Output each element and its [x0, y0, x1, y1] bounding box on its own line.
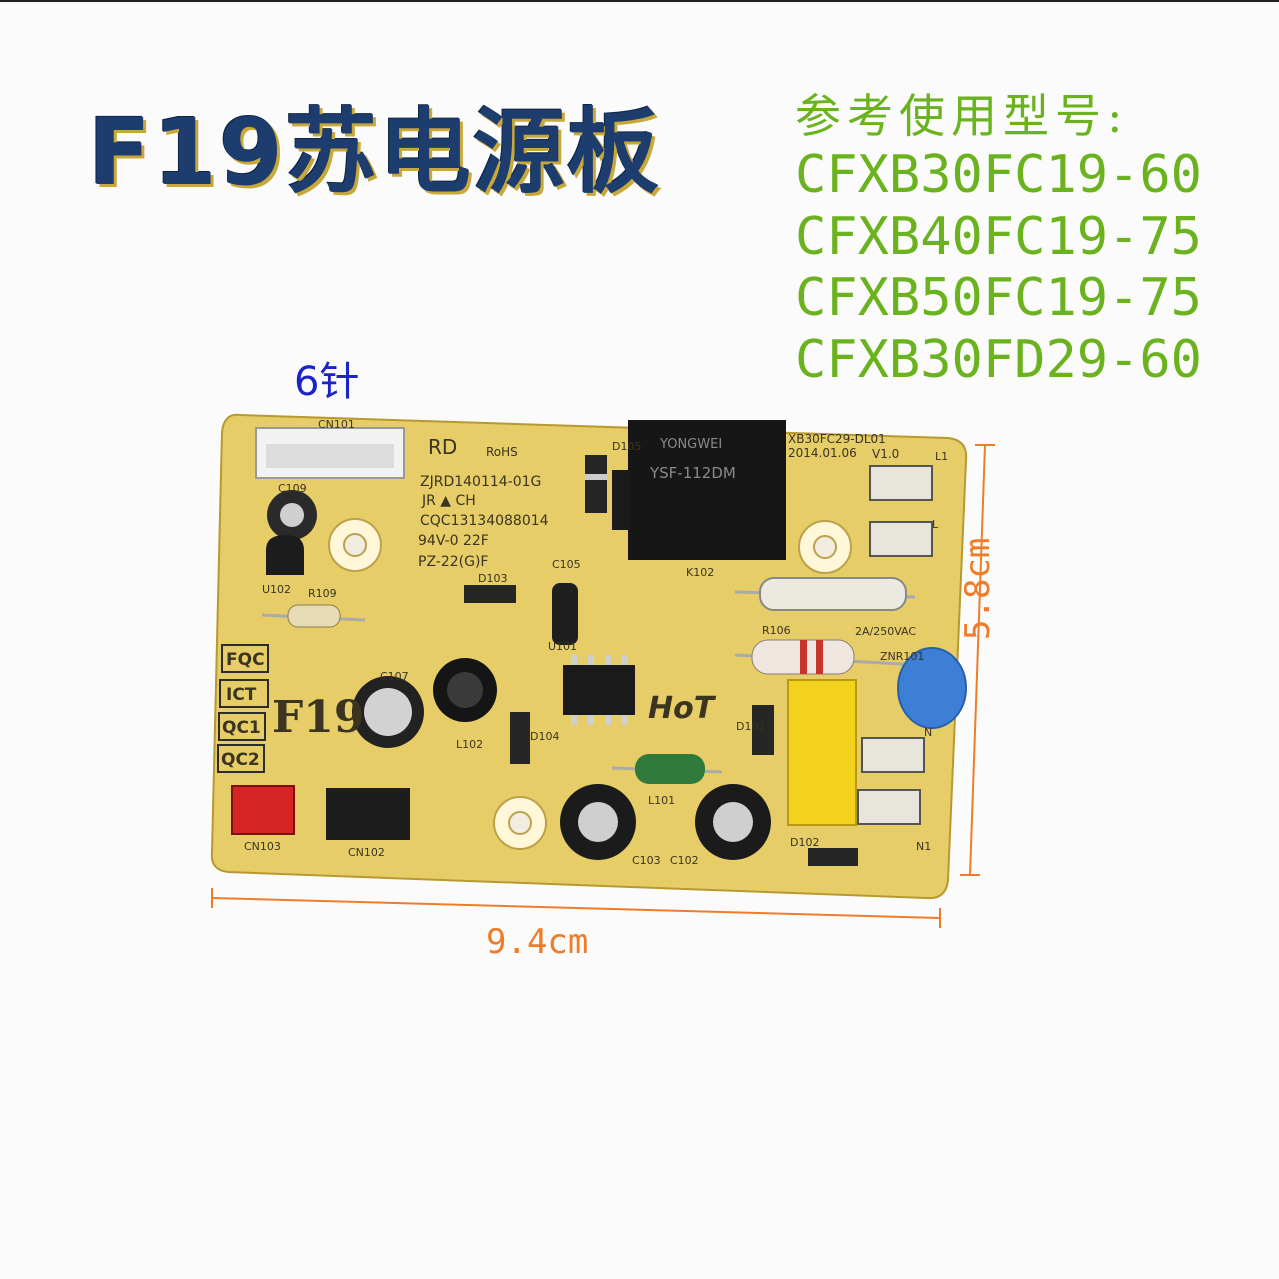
dimension-width-line [211, 888, 941, 928]
silk-jr-ch: JR ▲ CH [421, 493, 476, 509]
d103-diode [464, 585, 516, 603]
silk-d101: D101 [736, 720, 765, 733]
silk-rohs: RoHS [486, 445, 518, 459]
silk-fuse-rating: 2A/250VAC [855, 625, 916, 638]
terminal-blocks [857, 465, 933, 825]
silk-hot: HoT [648, 691, 717, 726]
silk-d105: D105 [612, 440, 641, 453]
cn102-connector [326, 788, 410, 840]
silk-qc1: QC1 [222, 718, 261, 738]
model-item: CFXB30FC19-60 [795, 145, 1202, 205]
r106-resistor [734, 639, 921, 675]
c103-capacitor [560, 784, 636, 860]
silk-94v0: 94V-0 22F [418, 533, 489, 549]
silk-ict: ICT [226, 685, 257, 705]
silk-znr101: ZNR101 [880, 650, 924, 663]
c107-capacitor [352, 676, 424, 748]
silk-f19: F19 [272, 692, 364, 743]
silk-l1: L1 [935, 450, 948, 463]
silk-fqc: FQC [226, 650, 265, 670]
x-capacitor [787, 679, 857, 826]
mounting-holes [328, 518, 852, 850]
product-title: F19苏电源板 [88, 99, 661, 206]
cn101-connector [255, 427, 405, 479]
silk-c102: C102 [670, 854, 699, 867]
silk-part-no: ZJRD140114-01G [420, 474, 541, 490]
models-heading: 参考使用型号: [795, 89, 1129, 143]
silk-c103: C103 [632, 854, 661, 867]
model-item: CFXB40FC19-75 [795, 207, 1202, 267]
cn103-connector [231, 785, 295, 835]
silk-u102: U102 [262, 583, 291, 596]
silk-l102: L102 [456, 738, 483, 751]
silk-d103: D103 [478, 572, 507, 585]
silk-cqc: CQC13134088014 [420, 513, 549, 529]
u102-transistor [266, 535, 304, 575]
model-item: CFXB30FD29-60 [795, 330, 1202, 390]
d104-diode [510, 712, 530, 764]
silk-cn101: CN101 [318, 418, 355, 431]
silk-version: V1.0 [872, 447, 899, 461]
c109-capacitor [267, 490, 317, 540]
silk-relay-brand: YONGWEI [659, 437, 722, 452]
dimension-height-line [960, 444, 995, 876]
silk-c105: C105 [552, 558, 581, 571]
u101-ic [563, 655, 635, 725]
silk-l: L [932, 518, 939, 531]
c102-capacitor [695, 784, 771, 860]
silk-u101: U101 [548, 640, 577, 653]
c105-capacitor [552, 583, 578, 645]
silk-r106: R106 [762, 624, 791, 637]
silk-k102: K102 [686, 566, 714, 579]
silk-board-code: XB30FC29-DL01 [788, 432, 886, 446]
l101-inductor [611, 754, 723, 784]
silk-cn102: CN102 [348, 846, 385, 859]
silk-l101: L101 [648, 794, 675, 807]
qc-boxes [217, 644, 269, 773]
silk-cn103: CN103 [244, 840, 281, 853]
k102-relay [612, 420, 786, 560]
silk-n: N [924, 726, 932, 739]
connector-pin-label: 6针 [294, 359, 360, 405]
silk-n1: N1 [916, 840, 931, 853]
silk-d104: D104 [530, 730, 559, 743]
silk-c109: C109 [278, 482, 307, 495]
znr101-varistor [897, 647, 967, 729]
silk-date: 2014.01.06 [788, 446, 857, 460]
silk-c107: C107 [380, 670, 409, 683]
r109-resistor [261, 604, 366, 628]
d105-diode [585, 455, 607, 513]
model-item: CFXB50FC19-75 [795, 268, 1202, 328]
silk-d102: D102 [790, 836, 819, 849]
dimension-width-label: 9.4cm [486, 922, 589, 962]
silk-rd: RD [428, 435, 457, 459]
d101-diode [752, 705, 774, 755]
silk-pz: PZ-22(G)F [418, 554, 488, 570]
dimension-height-label: 5.8cm [958, 537, 998, 640]
fuse [734, 577, 916, 611]
silk-qc2: QC2 [221, 750, 260, 770]
silk-r109: R109 [308, 587, 337, 600]
silk-relay-model: YSF-112DM [649, 464, 736, 482]
d102-diode [808, 848, 858, 866]
top-border [0, 0, 1279, 2]
l102-inductor [433, 658, 497, 722]
